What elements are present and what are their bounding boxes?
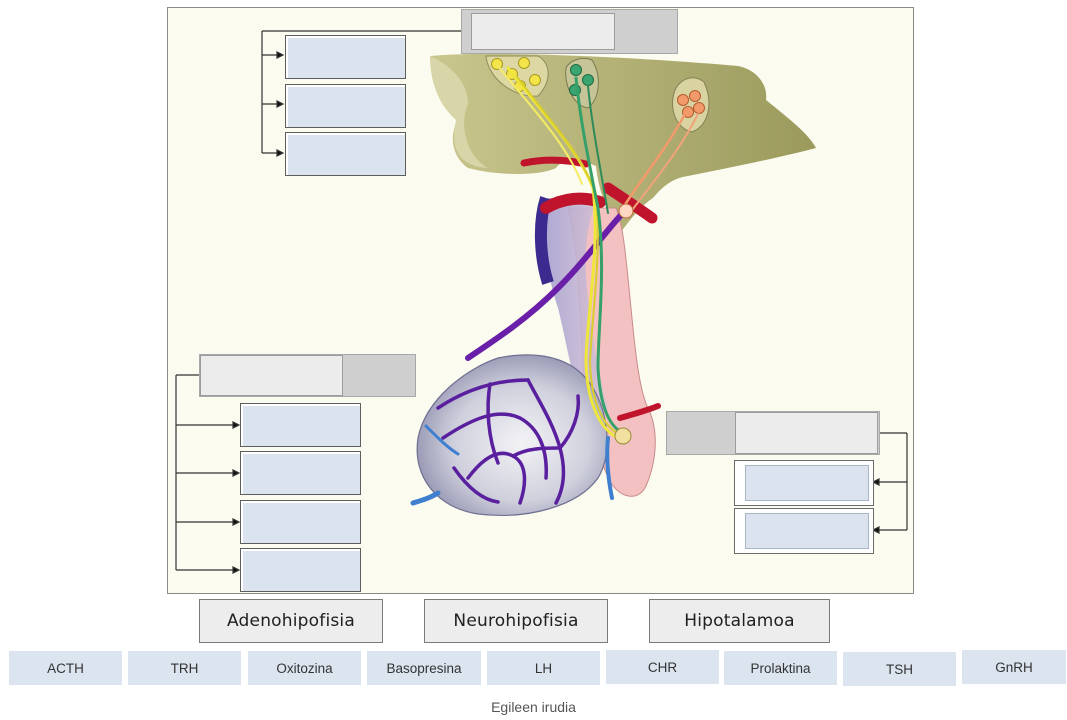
- header-slot-top[interactable]: [461, 9, 678, 54]
- infundibulum-stalk: [544, 198, 608, 418]
- drop-target-right-2[interactable]: [734, 508, 874, 554]
- drop-target-left-4[interactable]: [240, 548, 361, 592]
- hormone-chip-prolaktina[interactable]: Prolaktina: [724, 651, 837, 685]
- portal-vessels: [436, 378, 581, 505]
- hipotalamoa-button[interactable]: Hipotalamoa: [649, 599, 830, 643]
- pituitary-anatomy-illustration: [410, 53, 816, 516]
- hormone-chip-gnrh[interactable]: GnRH: [962, 650, 1066, 684]
- drop-target-left-1[interactable]: [240, 403, 361, 447]
- neurohipofisia-button[interactable]: Neurohipofisia: [424, 599, 608, 643]
- hormone-chip-tsh[interactable]: TSH: [843, 652, 956, 686]
- drop-target-left-2[interactable]: [240, 451, 361, 495]
- pituitary-diagram-canvas: [167, 7, 914, 594]
- drop-target-top-1[interactable]: [285, 35, 406, 79]
- hypothalamus-tissue: [430, 53, 816, 233]
- hormone-chip-oxitozina[interactable]: Oxitozina: [248, 651, 361, 685]
- image-credit: Egileen irudia: [491, 699, 576, 715]
- hormone-chip-chr[interactable]: CHR: [606, 650, 719, 684]
- hormone-chip-trh[interactable]: TRH: [128, 651, 241, 685]
- adenohipofisia-button[interactable]: Adenohipofisia: [199, 599, 383, 643]
- drop-target-right-1[interactable]: [734, 460, 874, 506]
- hormone-chip-acth[interactable]: ACTH: [9, 651, 122, 685]
- hormone-chip-lh[interactable]: LH: [487, 651, 600, 685]
- drop-target-left-3[interactable]: [240, 500, 361, 544]
- header-slot-right[interactable]: [666, 411, 880, 455]
- drop-target-top-3[interactable]: [285, 132, 406, 176]
- header-slot-left[interactable]: [199, 354, 416, 397]
- hormone-chip-basopresina[interactable]: Basopresina: [367, 651, 481, 685]
- drop-target-top-2[interactable]: [285, 84, 406, 128]
